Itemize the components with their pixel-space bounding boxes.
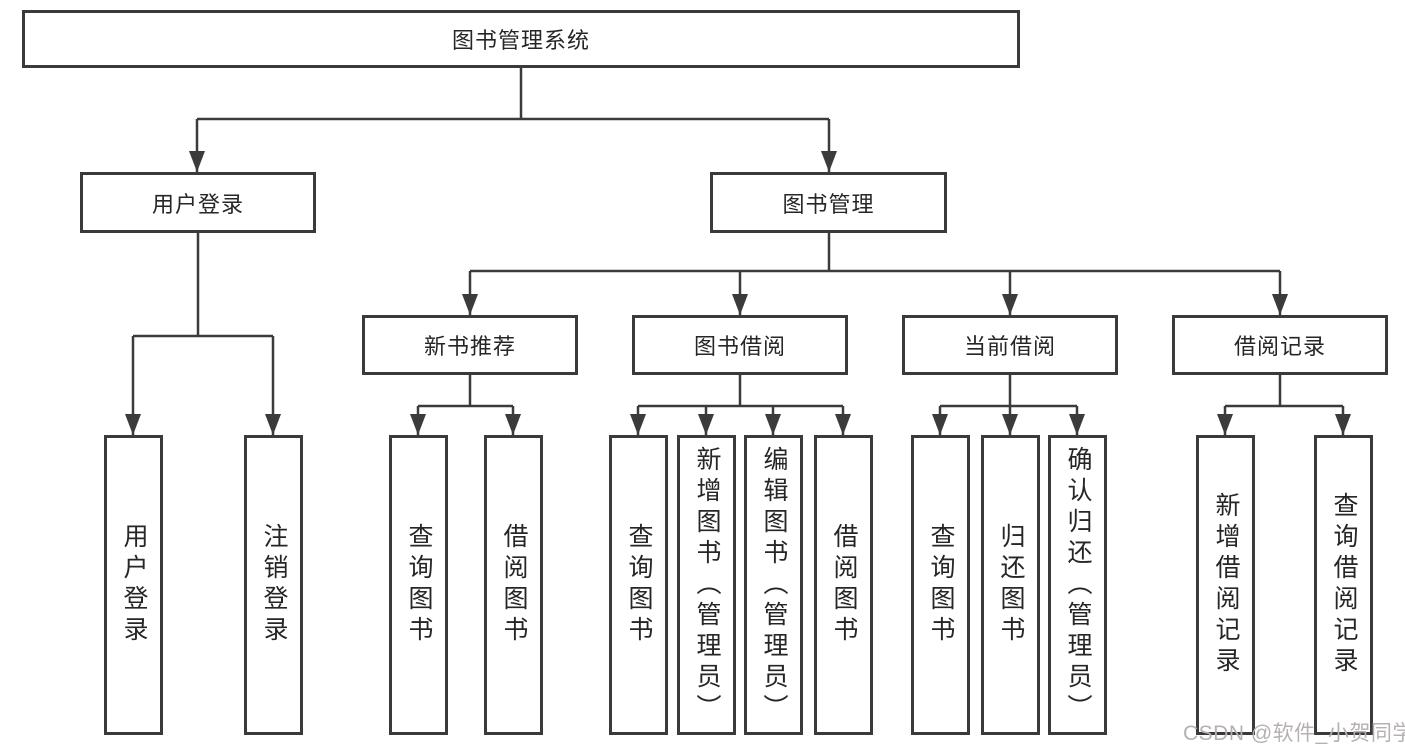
node-label: 注销登录 [260,523,288,647]
leaf-edit-book-admin: 编辑图书（管理员） [744,435,803,735]
node-label: 图书管理 [782,191,875,217]
leaf-query-book: 查询图书 [609,435,668,735]
node-library-management-system: 图书管理系统 [22,10,1020,68]
leaf-confirm-return-admin: 确认归还（管理员） [1048,435,1107,735]
node-label: 查询图书 [927,523,955,647]
leaf-query-book: 查询图书 [389,435,448,735]
leaf-query-book: 查询图书 [911,435,970,735]
leaf-return-book: 归还图书 [981,435,1040,735]
node-book-borrowing: 图书借阅 [632,315,848,375]
node-label: 借阅图书 [830,523,858,647]
node-label: 用户登录 [120,523,148,647]
node-label: 查询借阅记录 [1330,492,1358,678]
node-label: 图书借阅 [693,334,786,359]
leaf-borrow-book: 借阅图书 [814,435,873,735]
node-label: 新书推荐 [423,334,516,359]
node-user-login: 用户登录 [80,172,316,233]
leaf-user-login: 用户登录 [104,435,163,735]
node-label: 借阅记录 [1233,334,1326,359]
node-label: 新增图书（管理员） [693,445,721,725]
leaf-add-borrow-record: 新增借阅记录 [1196,435,1255,735]
node-book-management: 图书管理 [710,172,947,233]
leaf-borrow-book: 借阅图书 [484,435,543,735]
node-label: 新增借阅记录 [1212,492,1240,678]
node-label: 借阅图书 [500,523,528,647]
node-label: 归还图书 [997,523,1025,647]
node-label: 查询图书 [625,523,653,647]
node-label: 当前借阅 [963,334,1056,359]
leaf-logout: 注销登录 [244,435,303,735]
node-label: 编辑图书（管理员） [760,445,788,725]
node-label: 确认归还（管理员） [1064,445,1092,725]
node-new-book-recommend: 新书推荐 [362,315,578,375]
leaf-query-borrow-record: 查询借阅记录 [1314,435,1373,735]
node-current-borrowing: 当前借阅 [902,315,1118,375]
leaf-add-book-admin: 新增图书（管理员） [677,435,736,735]
node-label: 用户登录 [151,191,244,217]
node-borrowing-records: 借阅记录 [1172,315,1388,375]
node-label: 图书管理系统 [451,28,590,53]
csdn-watermark: CSDN @软件_小贺同学 [1183,722,1405,745]
node-label: 查询图书 [405,523,433,647]
